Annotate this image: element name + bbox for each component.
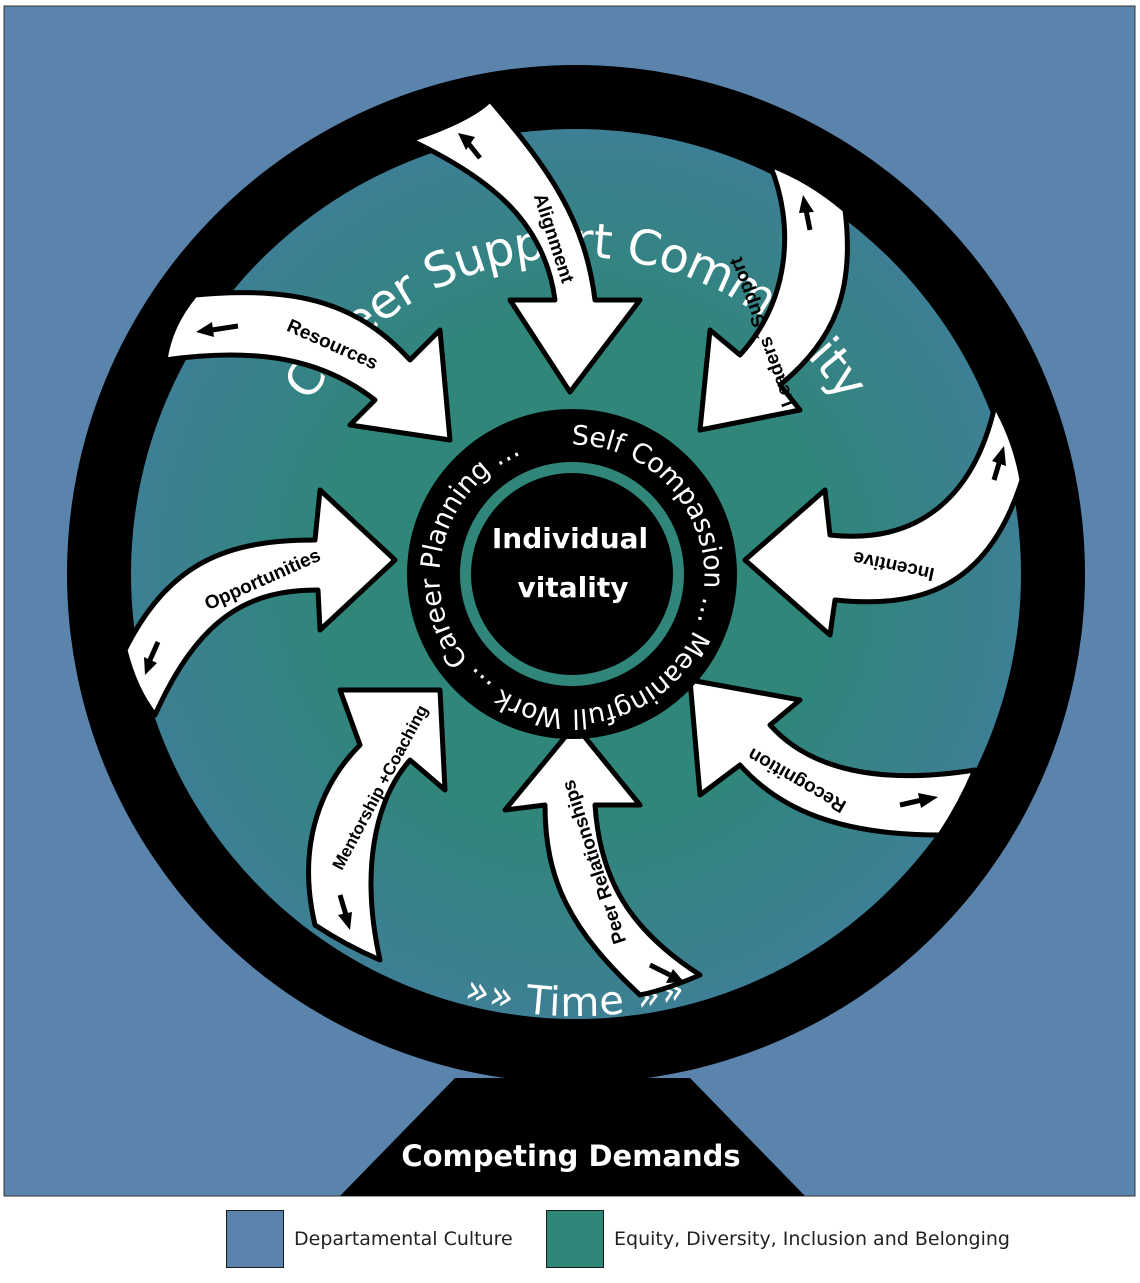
legend-swatch-edib [546,1210,604,1268]
recognition-arrow: Recognition [687,677,978,838]
peer-relationships-arrow: Peer Relationships [502,722,703,998]
incentive-arrow: Incentive [742,402,1025,638]
legend-label-edib: Equity, Diversity, Inclusion and Belongi… [614,1228,1010,1250]
center-disc [471,473,673,675]
support-arrows: Alignment Leaders´ Support Incentive Rec… [122,97,1025,998]
legend-item-culture: Departamental Culture [226,1208,513,1270]
career-support-diagram: Competing Demands Career Support Communi… [3,5,1136,1197]
alignment-arrow: Alignment [407,97,643,395]
center-label-line1: Individual [492,522,648,555]
legend-item-edib: Equity, Diversity, Inclusion and Belongi… [546,1208,1010,1270]
legend-label-culture: Departamental Culture [294,1228,513,1250]
resources-arrow: Resources [162,290,453,443]
center-label-line2: vitality [518,571,629,604]
legend-swatch-culture [226,1210,284,1268]
competing-demands-label: Competing Demands [401,1139,740,1173]
competing-demands-base [340,1078,805,1196]
